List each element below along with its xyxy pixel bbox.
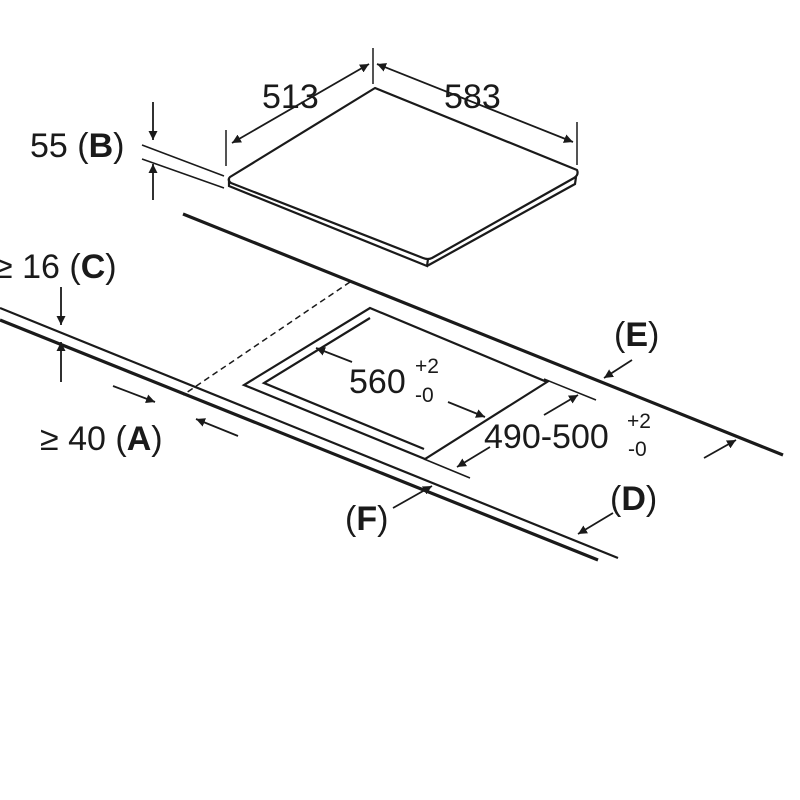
ref-D-label: (D) (610, 480, 657, 518)
worktop-front-edge-top (0, 306, 619, 560)
cutout-depth-dimension (423, 378, 597, 479)
ref-E-label: (E) (614, 316, 659, 354)
front-clearance-label: ≥ 40 (A) (40, 420, 163, 458)
hob-width-label: 513 (262, 78, 319, 116)
hob-drawing (227, 86, 579, 268)
hob-height-label: 55 (B) (30, 127, 125, 165)
worktop-hidden-line (182, 281, 351, 396)
cutout-width-tol-minus: -0 (415, 384, 434, 407)
hob-width-dimension (225, 48, 374, 166)
worktop-front-edge-bottom (0, 318, 599, 562)
ref-E-leader (603, 359, 633, 379)
cutout-width-label: 560 (349, 363, 406, 401)
cutout-width-dimension (315, 347, 486, 418)
worktop-depth-dimension (577, 439, 737, 535)
cutout-depth-label: 490-500 (484, 418, 609, 456)
hob-front-right-edge (426, 176, 578, 267)
cutout-depth-tol-minus: -0 (628, 438, 647, 461)
hob-height-dimension (141, 102, 225, 200)
wall-clearance-label: ≥ 16 (C) (0, 248, 117, 286)
hob-depth-dimension (376, 63, 578, 165)
cutout-width-tol-plus: +2 (415, 355, 439, 378)
hob-front-left-edge (227, 179, 430, 268)
ref-F-label: (F) (345, 500, 388, 538)
worktop-drawing (0, 212, 784, 562)
cutout-depth-tol-plus: +2 (627, 410, 651, 433)
ref-F-leader (392, 485, 433, 509)
hob-depth-label: 583 (444, 78, 501, 116)
worktop-back-edge (182, 212, 784, 457)
front-clearance-dimension (112, 385, 239, 437)
